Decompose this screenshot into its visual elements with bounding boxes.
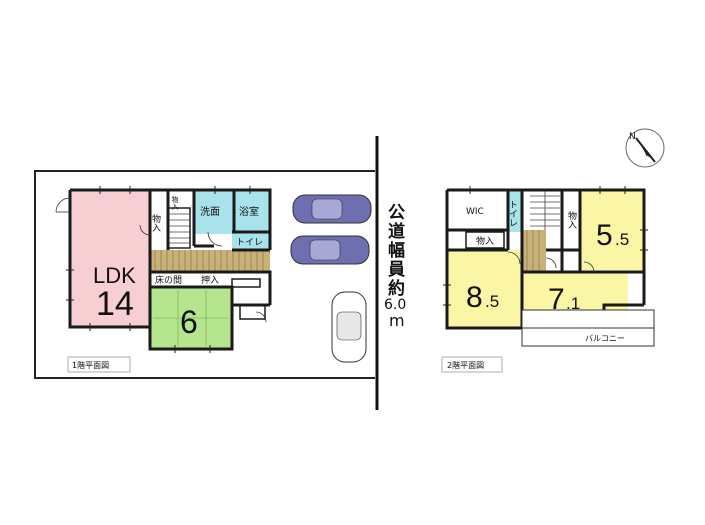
road-char-5: 約	[388, 278, 405, 299]
toilet2-label: トイレ	[507, 200, 518, 227]
balcony-rail	[521, 327, 655, 347]
room-8-5	[447, 250, 521, 328]
parked-car-3	[331, 291, 367, 363]
floor2-windows	[443, 186, 648, 306]
ldk-size-label: 14	[96, 285, 134, 323]
road-char-6: 6.0	[384, 297, 406, 313]
ldk-room	[70, 190, 150, 327]
room-8-5-main: 8	[466, 281, 483, 314]
yokushitsu-label: 浴室	[239, 205, 259, 218]
balcony-label: バルコニー	[585, 334, 625, 343]
road-char-2: 道	[388, 221, 405, 242]
floor2-doors	[507, 251, 595, 273]
floor1-windows	[66, 186, 251, 353]
room-7-1-main: 7	[548, 283, 565, 316]
floor2-plan: WIC トイレ 物入 物入 8 .5 7 .1 5 .5 バルコニー 2階平面図	[441, 186, 655, 373]
monoire1-label: 物入	[150, 213, 161, 232]
monoire2-left-label: 物入	[476, 235, 494, 247]
floor1-storage-outline	[231, 278, 266, 320]
room-5-5-main: 5	[596, 219, 613, 252]
senmen-room	[194, 189, 234, 234]
toilet2-room	[508, 190, 522, 232]
parked-car-1	[292, 194, 372, 224]
stairs1	[167, 207, 191, 249]
floor2-hall	[522, 230, 546, 272]
ldk-label: LDK	[93, 263, 136, 288]
hallway-stripes	[154, 250, 264, 272]
hallway-floor	[150, 250, 270, 272]
toilet1-label: トイレ	[236, 238, 263, 248]
room-5-5	[580, 190, 644, 270]
floor2-caption-box	[441, 356, 503, 373]
floor1-caption: 1階平面図	[72, 360, 109, 370]
monoire1-small-label: 物入	[171, 195, 179, 210]
stairs2	[530, 190, 560, 230]
road-char-4: 員	[387, 260, 405, 280]
wic-label: WIC	[466, 207, 484, 217]
oshiire-label: 押入	[201, 274, 219, 286]
room-8-5-sub: .5	[485, 292, 499, 311]
floor2-hall-stripes	[526, 230, 540, 272]
toilet1-room	[232, 232, 270, 250]
tatami-lines	[153, 290, 229, 346]
bath-room	[234, 189, 270, 232]
compass-north-label: N	[629, 132, 636, 142]
road-char-1: 公	[388, 203, 405, 223]
room-5-5-sub: .5	[615, 230, 629, 249]
site-boundary	[34, 170, 375, 379]
floor1-walls	[68, 188, 272, 351]
floor2-caption: 2階平面図	[447, 360, 484, 370]
floor2-monoire-box	[465, 231, 505, 249]
floor1-plan: LDK 14 6 床の間 押入 洗面 浴室 トイレ 物入 物入 1階平面図	[34, 170, 375, 379]
monoire2-right-label: 物入	[566, 210, 577, 229]
parked-car-2	[290, 235, 370, 265]
washitsu-size-label: 6	[180, 304, 198, 340]
floor1-doors	[55, 197, 267, 323]
room-7-1-sub: .1	[566, 294, 580, 313]
compass: N	[625, 128, 665, 168]
road-char-7: m	[389, 311, 405, 330]
road: 公 道 幅 員 約 6.0 m	[375, 136, 406, 410]
floor1-caption-box	[67, 356, 131, 373]
road-char-3: 幅	[388, 240, 405, 261]
tokonoma-label: 床の間	[155, 274, 182, 286]
senmen-label: 洗面	[200, 206, 220, 218]
